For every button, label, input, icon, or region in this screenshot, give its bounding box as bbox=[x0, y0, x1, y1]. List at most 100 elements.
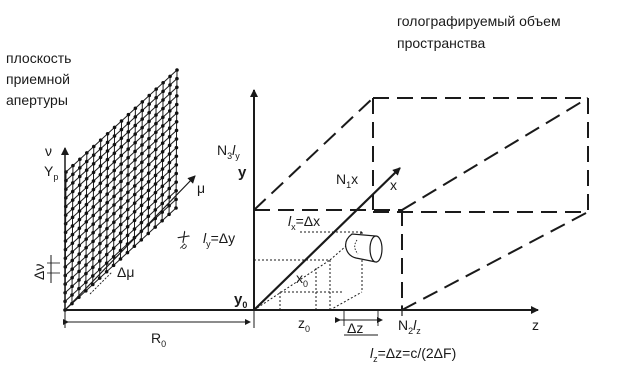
grid-node bbox=[119, 214, 123, 218]
grid-node bbox=[133, 166, 137, 171]
grid-node bbox=[132, 201, 137, 205]
grid-node bbox=[133, 158, 137, 162]
grid-node bbox=[105, 140, 110, 145]
grid-node bbox=[174, 145, 179, 150]
grid-node bbox=[174, 154, 179, 159]
grid-node bbox=[98, 190, 103, 194]
grid-node bbox=[111, 263, 116, 268]
grid-node bbox=[112, 203, 116, 207]
grid-node bbox=[84, 280, 88, 285]
delta-mu-label: Δμ bbox=[117, 264, 134, 280]
grid-node bbox=[133, 106, 138, 111]
ly-label: ly=Δy bbox=[203, 230, 235, 249]
grid-node bbox=[126, 190, 130, 195]
grid-node bbox=[84, 220, 89, 224]
grid-node bbox=[112, 160, 117, 164]
grid-node bbox=[77, 235, 82, 239]
grid-node bbox=[111, 237, 116, 242]
grid-node bbox=[126, 199, 130, 203]
grid-node bbox=[154, 104, 158, 109]
receiving-aperture-grid bbox=[63, 68, 179, 312]
grid-node bbox=[91, 170, 96, 175]
delta-mu-dimension bbox=[89, 271, 113, 295]
grid-node bbox=[105, 157, 110, 162]
grid-node bbox=[91, 187, 96, 192]
grid-node bbox=[112, 211, 116, 216]
grid-node bbox=[111, 246, 116, 250]
grid-node bbox=[132, 218, 137, 223]
grid-node bbox=[119, 145, 124, 149]
grid-node bbox=[174, 137, 179, 141]
grid-node bbox=[112, 177, 116, 181]
grid-node bbox=[70, 241, 75, 246]
grid-node bbox=[77, 209, 82, 213]
grid-node bbox=[98, 215, 102, 220]
grid-node bbox=[112, 185, 116, 190]
r0-label: R0 bbox=[151, 330, 166, 349]
grid-node bbox=[133, 184, 137, 188]
grid-node bbox=[77, 174, 82, 179]
grid-node bbox=[133, 140, 137, 145]
grid-node bbox=[70, 267, 74, 271]
grid-node bbox=[78, 157, 82, 162]
x-axis-label: x bbox=[390, 177, 397, 193]
grid-node bbox=[139, 220, 144, 225]
grid-node bbox=[91, 274, 95, 278]
grid-node bbox=[153, 182, 158, 186]
grid-node bbox=[70, 275, 74, 280]
grid-node bbox=[147, 136, 151, 141]
grid-node bbox=[160, 175, 165, 180]
grid-node bbox=[98, 241, 102, 246]
grid-node bbox=[70, 189, 75, 194]
grid-node bbox=[98, 172, 103, 177]
grid-node bbox=[174, 171, 179, 176]
grid-node bbox=[119, 162, 123, 166]
n2lz-label: N2lz bbox=[398, 317, 421, 336]
grid-node bbox=[105, 218, 109, 222]
grid-node bbox=[91, 144, 96, 149]
grid-node bbox=[154, 87, 158, 91]
grid-node bbox=[77, 183, 82, 187]
grid-node bbox=[70, 293, 74, 297]
grid-node bbox=[125, 233, 130, 238]
grid-node bbox=[91, 256, 95, 261]
grid-node bbox=[132, 192, 137, 197]
grid-node bbox=[126, 130, 131, 134]
grid-node bbox=[98, 259, 102, 263]
grid-node bbox=[140, 160, 144, 165]
grid-node bbox=[126, 112, 131, 117]
holographed-volume-box bbox=[253, 97, 589, 311]
grid-node bbox=[160, 167, 165, 171]
grid-node bbox=[175, 85, 179, 90]
grid-node bbox=[126, 181, 130, 186]
grid-node bbox=[153, 164, 158, 169]
grid-node bbox=[146, 162, 151, 167]
grid-node bbox=[84, 245, 88, 250]
grid-node bbox=[118, 257, 123, 261]
grid-node bbox=[175, 94, 179, 98]
grid-node bbox=[84, 228, 89, 233]
grid-node bbox=[104, 252, 109, 257]
grid-node bbox=[84, 237, 88, 241]
grid-node bbox=[112, 151, 117, 156]
grid-node bbox=[174, 163, 179, 167]
grid-node bbox=[84, 185, 89, 190]
grid-node bbox=[118, 231, 123, 235]
grid-node bbox=[125, 250, 130, 255]
grid-node bbox=[126, 164, 130, 169]
grid-node bbox=[70, 258, 75, 263]
grid-node bbox=[147, 154, 151, 158]
grid-node bbox=[105, 166, 110, 171]
grid-node bbox=[71, 163, 75, 168]
grid-node bbox=[91, 196, 96, 201]
grid-node bbox=[153, 190, 158, 195]
grid-node bbox=[146, 188, 151, 193]
grid-node bbox=[91, 179, 96, 183]
grid-node bbox=[105, 149, 110, 153]
grid-node bbox=[161, 106, 165, 111]
grid-node bbox=[153, 225, 157, 229]
grid-node bbox=[167, 212, 171, 217]
grid-node bbox=[84, 176, 89, 181]
grid-node bbox=[104, 261, 109, 265]
yp-label: Yp bbox=[44, 163, 58, 182]
